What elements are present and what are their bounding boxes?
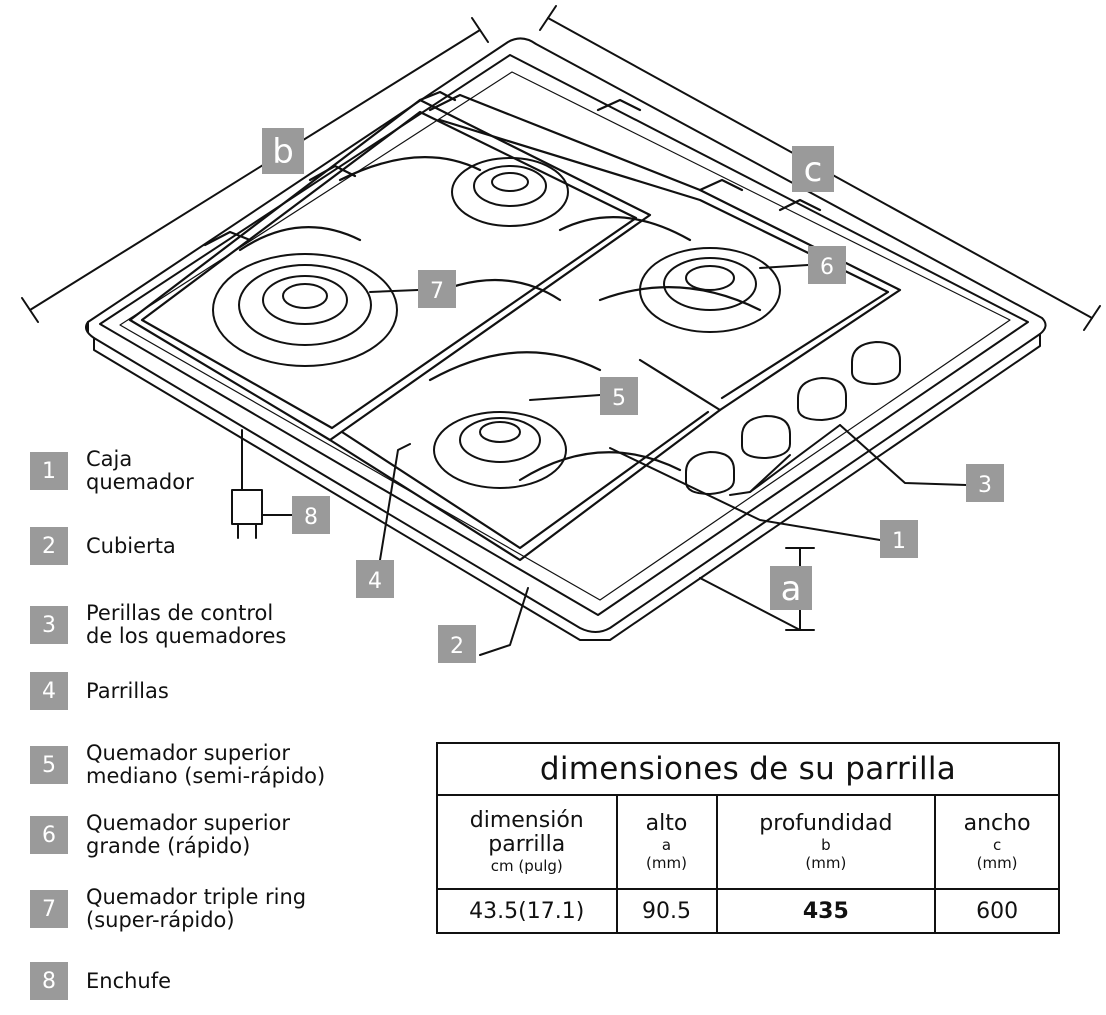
legend-text: Quemador superior mediano (semi-rápido) (86, 741, 326, 788)
value-width: 600 (934, 888, 1060, 934)
burner-semi-rapid (433, 411, 567, 489)
legend-text: Quemador superior grande (rápido) (86, 811, 291, 858)
legend-number: 2 (30, 527, 68, 565)
burner-rapid (639, 247, 781, 333)
callout-3: 3 (966, 464, 1004, 502)
svg-text:8: 8 (304, 505, 318, 530)
legend-item-7: 7 Quemador triple ring (super-rápido) (30, 886, 306, 932)
legend-number: 7 (30, 890, 68, 928)
callout-5: 5 (600, 377, 638, 415)
svg-text:3: 3 (978, 473, 992, 498)
burners (212, 157, 781, 489)
dimension-label-c: c (792, 146, 834, 192)
svg-text:c: c (804, 150, 823, 190)
svg-text:a: a (781, 569, 802, 609)
legend-item-3: 3 Perillas de control de los quemadores (30, 602, 286, 648)
svg-text:5: 5 (612, 386, 626, 411)
legend-text: Perillas de control de los quemadores (86, 601, 287, 648)
legend-number: 6 (30, 816, 68, 854)
table-value-row: 43.5(17.1) 90.5 435 600 (436, 888, 1060, 934)
legend-number: 8 (30, 962, 68, 1000)
burner-triple-ring (212, 253, 398, 367)
legend-number: 3 (30, 606, 68, 644)
callout-1: 1 (880, 520, 918, 558)
value-dimension: 43.5(17.1) (436, 888, 618, 934)
callout-8: 8 (292, 496, 330, 534)
svg-text:b: b (272, 132, 294, 172)
legend-text: Quemador triple ring (super-rápido) (86, 885, 307, 932)
plug-cord (231, 429, 263, 539)
burner-rear (451, 157, 569, 227)
callout-6: 6 (808, 246, 846, 284)
legend-text: Cubierta (86, 533, 176, 558)
dimension-label-a: a (770, 566, 812, 610)
knobs (685, 341, 901, 495)
legend-text: Parrillas (86, 678, 169, 703)
leader-lines (261, 264, 967, 656)
legend-item-8: 8 Enchufe (30, 962, 171, 1000)
legend-number: 4 (30, 672, 68, 710)
legend-item-4: 4 Parrillas (30, 672, 169, 710)
dimension-lines (21, 5, 1101, 631)
svg-text:4: 4 (368, 569, 382, 594)
header-width: ancho c (mm) (934, 794, 1060, 890)
legend-item-1: 1 Caja quemador (30, 448, 194, 494)
cooktop-body (85, 37, 1047, 641)
svg-text:6: 6 (820, 255, 834, 280)
header-height: alto a (mm) (615, 794, 718, 890)
value-height: 90.5 (615, 888, 718, 934)
legend-text: Enchufe (86, 968, 172, 993)
legend-item-2: 2 Cubierta (30, 527, 176, 565)
legend-item-5: 5 Quemador superior mediano (semi-rápido… (30, 742, 325, 788)
legend-item-6: 6 Quemador superior grande (rápido) (30, 812, 290, 858)
header-depth: profundidad b (mm) (715, 794, 937, 890)
table-title: dimensiones de su parrilla (436, 742, 1060, 796)
svg-text:2: 2 (450, 634, 464, 659)
svg-text:1: 1 (892, 529, 906, 554)
grates (128, 90, 902, 562)
legend-text: Caja quemador (86, 447, 194, 494)
svg-text:7: 7 (430, 279, 444, 304)
callout-7: 7 (418, 270, 456, 308)
legend-number: 5 (30, 746, 68, 784)
dimension-label-b: b (262, 128, 304, 174)
legend-number: 1 (30, 452, 68, 490)
value-depth: 435 (715, 888, 937, 934)
callout-4: 4 (356, 560, 394, 598)
table-header-row: dimensión parrilla cm (pulg) alto a (mm)… (436, 794, 1060, 890)
dimensions-table: dimensiones de su parrilla dimensión par… (436, 742, 1060, 934)
header-dimension: dimensión parrilla cm (pulg) (436, 794, 618, 890)
callout-2: 2 (438, 625, 476, 663)
